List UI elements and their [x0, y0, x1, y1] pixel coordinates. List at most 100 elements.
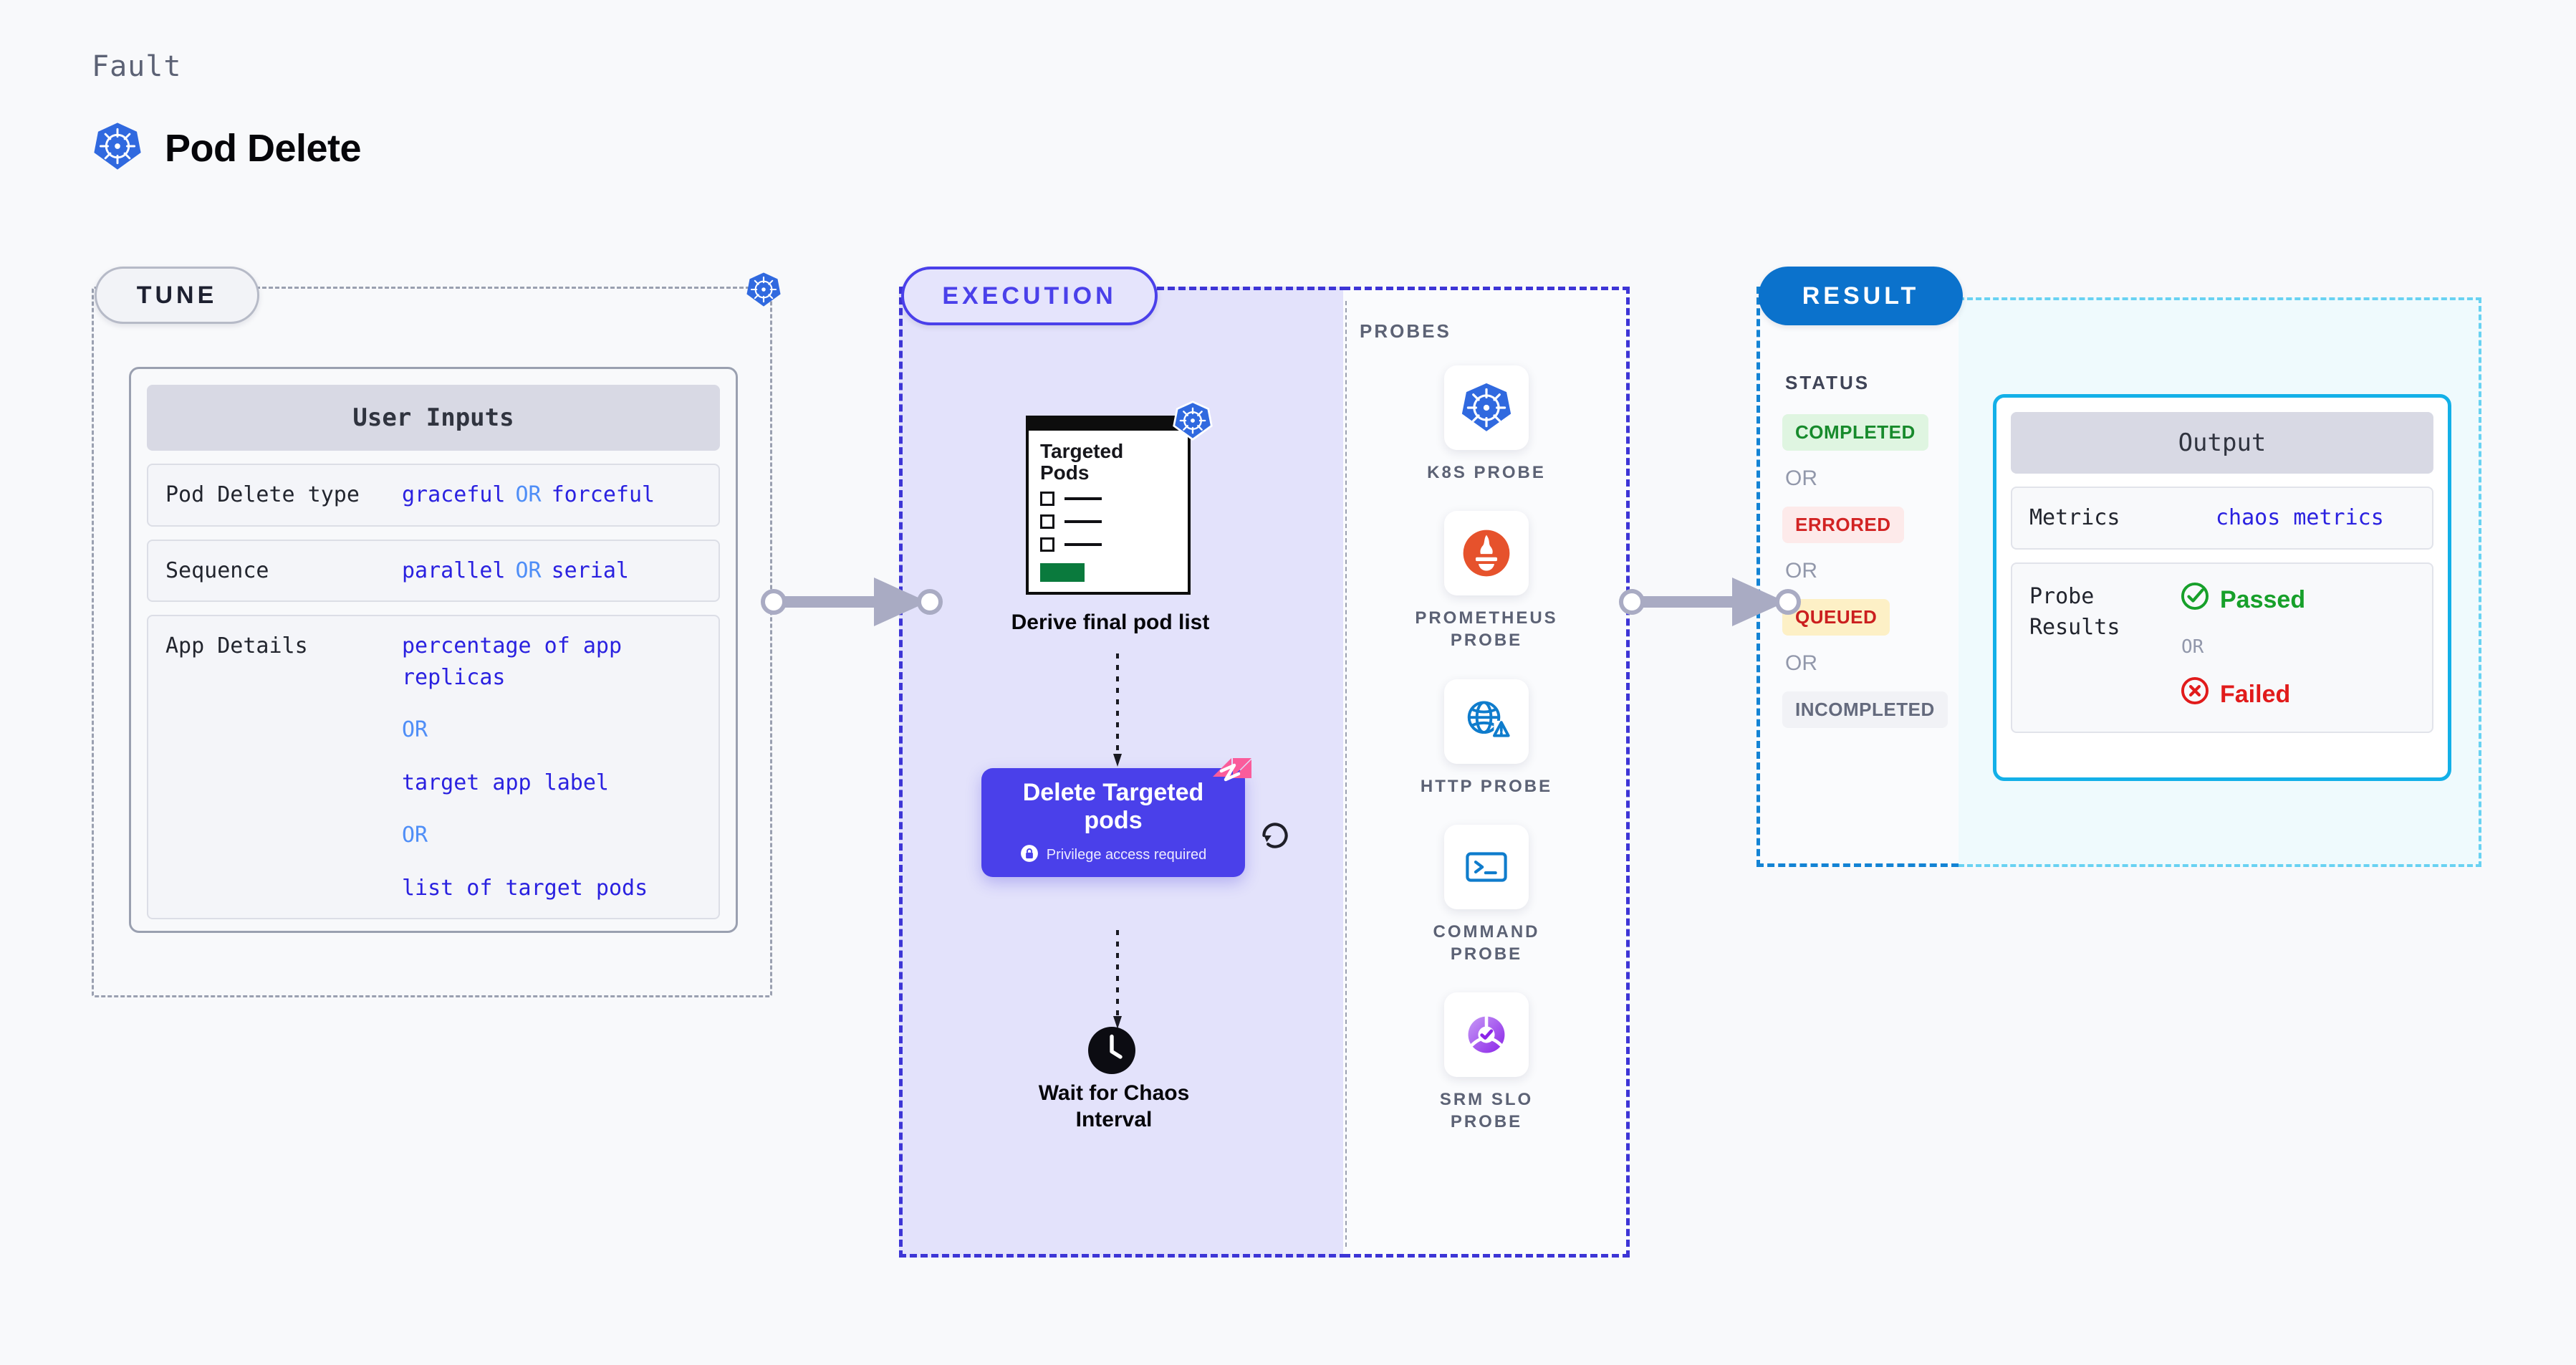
derive-final-pod-list-label: Derive final pod list — [1011, 610, 1210, 634]
row-value: serial — [551, 557, 629, 583]
checkbox-icon — [1040, 514, 1054, 529]
probe-result-failed: Failed — [2180, 676, 2305, 715]
table-row: Sequence parallel OR serial — [147, 539, 720, 602]
fault-title-row: Pod Delete — [92, 120, 362, 176]
list-item — [1040, 492, 1176, 506]
table-row: Probe Results Passed OR — [2011, 562, 2433, 734]
wait-for-chaos-interval-label: Wait for Chaos Interval — [928, 1081, 1300, 1133]
probe-label: PROMETHEUS PROBE — [1415, 608, 1558, 651]
row-value: parallel — [402, 557, 506, 583]
page-title: Pod Delete — [165, 126, 362, 170]
targeted-pods-title-line1: Targeted — [1040, 440, 1124, 463]
table-row: App Details percentage of app replicas O… — [147, 615, 720, 919]
command-terminal-icon — [1444, 824, 1529, 909]
loop-refresh-icon[interactable] — [1256, 817, 1294, 858]
row-value: chaos metrics — [2216, 505, 2384, 531]
probe-label: COMMAND PROBE — [1433, 921, 1540, 964]
probe-results-label-line2: Results — [2029, 615, 2120, 640]
table-row: Metrics chaos metrics — [2011, 487, 2433, 550]
privilege-note: Privilege access required — [1046, 846, 1207, 863]
row-separator: OR — [402, 717, 428, 742]
flow-connector — [1113, 653, 1122, 772]
user-inputs-title: User Inputs — [147, 385, 720, 451]
list-line — [1064, 497, 1102, 500]
srm-slo-icon — [1444, 992, 1529, 1078]
list-item — [1040, 514, 1176, 529]
row-label: App Details — [165, 633, 308, 658]
arrow-right-icon — [1618, 559, 1805, 645]
harness-chaos-icon — [1210, 755, 1254, 803]
row-label: Sequence — [165, 557, 269, 583]
probes-title: PROBES — [1360, 320, 1451, 342]
list-line — [1064, 543, 1102, 546]
probe-result-separator: OR — [2181, 636, 2204, 658]
delete-node-title: Delete Targeted pods — [1022, 779, 1204, 834]
card-title-bar — [1029, 418, 1188, 431]
list-item — [1040, 537, 1176, 552]
probe-item-command[interactable]: COMMAND PROBE — [1404, 824, 1569, 965]
targeted-pods-title-line2: Pods — [1040, 461, 1090, 484]
probe-item-prometheus[interactable]: PROMETHEUS PROBE — [1404, 511, 1569, 651]
flow-connector — [1113, 930, 1122, 1034]
fault-label: Fault — [92, 50, 182, 83]
arrow-right-icon — [759, 559, 946, 645]
clock-icon — [1086, 1025, 1138, 1080]
result-section-boundary — [1756, 287, 1959, 867]
row-label: Probe Results — [2029, 581, 2180, 643]
status-title: STATUS — [1785, 372, 1870, 393]
probe-result-passed: Passed — [2180, 581, 2305, 621]
row-separator: OR — [515, 482, 542, 507]
kubernetes-icon — [1172, 400, 1213, 445]
status-badge: QUEUED — [1782, 599, 1890, 636]
status-separator: OR — [1785, 651, 1817, 675]
output-title: Output — [2011, 412, 2433, 474]
row-value: percentage of app replicas — [402, 633, 623, 690]
result-section-pill[interactable]: RESULT — [1759, 267, 1963, 325]
row-label: Metrics — [2029, 505, 2120, 530]
tune-section-boundary — [92, 287, 772, 997]
status-bar — [1040, 563, 1085, 582]
row-separator: OR — [515, 557, 542, 583]
kubernetes-icon — [1443, 365, 1529, 450]
delete-targeted-pods-node[interactable]: Delete Targeted pods Privilege access re… — [981, 758, 1251, 877]
probe-label: HTTP PROBE — [1420, 776, 1553, 796]
row-separator: OR — [402, 823, 428, 848]
kubernetes-icon — [745, 271, 782, 312]
http-globe-icon — [1444, 679, 1529, 764]
status-badge: ERRORED — [1782, 507, 1904, 543]
status-badge: INCOMPLETED — [1782, 691, 1948, 728]
probe-label: SRM SLO PROBE — [1439, 1090, 1534, 1132]
probe-item-srm-slo[interactable]: SRM SLO PROBE — [1404, 992, 1569, 1133]
probe-label: K8S PROBE — [1427, 463, 1546, 482]
status-separator: OR — [1785, 466, 1817, 490]
targeted-pods-card: Targeted Pods — [1026, 401, 1213, 595]
check-circle-icon — [2180, 581, 2210, 621]
status-separator: OR — [1785, 559, 1817, 583]
probe-results-label-line1: Probe — [2029, 583, 2095, 609]
row-label: Pod Delete type — [165, 482, 360, 507]
checkbox-icon — [1040, 492, 1054, 506]
status-list: COMPLETED OR ERRORED OR QUEUED OR INCOMP… — [1782, 414, 1948, 728]
tune-section-pill[interactable]: TUNE — [95, 267, 259, 324]
probes-divider — [1345, 301, 1347, 1247]
execution-section-pill[interactable]: EXECUTION — [901, 267, 1158, 325]
prometheus-icon — [1444, 511, 1529, 596]
passed-label: Passed — [2220, 586, 2306, 614]
checkbox-icon — [1040, 537, 1054, 552]
user-inputs-card: User Inputs Pod Delete type graceful OR … — [129, 367, 738, 933]
row-value: forceful — [551, 482, 655, 507]
status-badge: COMPLETED — [1782, 414, 1928, 451]
table-row: Pod Delete type graceful OR forceful — [147, 464, 720, 527]
probe-item-k8s[interactable]: K8S PROBE — [1427, 365, 1546, 484]
row-value: graceful — [402, 482, 506, 507]
x-circle-icon — [2180, 676, 2210, 715]
output-card: Output Metrics chaos metrics Probe Resul… — [1993, 394, 2451, 781]
lock-icon — [1020, 844, 1039, 866]
failed-label: Failed — [2220, 681, 2291, 709]
probe-list: K8S PROBE PROMETHEUS PROBE — [1361, 365, 1612, 1134]
wait-label-line1: Wait for Chaos — [1038, 1081, 1190, 1105]
wait-label-line2: Interval — [1075, 1107, 1153, 1131]
kubernetes-icon — [92, 120, 143, 176]
list-line — [1064, 520, 1102, 523]
probe-item-http[interactable]: HTTP PROBE — [1421, 679, 1552, 798]
